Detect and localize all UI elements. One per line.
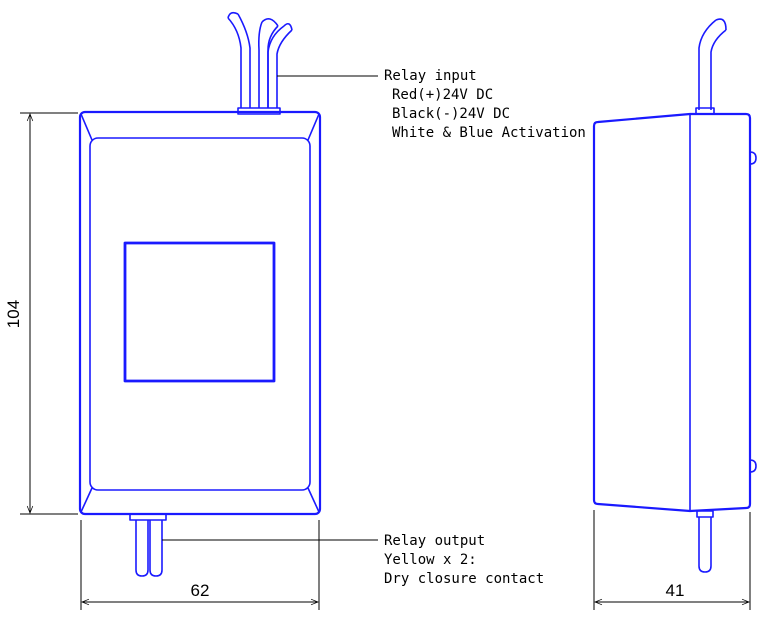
height-dimension-label: 104 xyxy=(4,300,23,328)
dimension-lines xyxy=(20,112,751,610)
side-output-cable xyxy=(696,510,714,573)
relay-output-line-1: Yellow x 2: xyxy=(384,552,477,568)
input-cables xyxy=(227,11,293,115)
front-face xyxy=(89,137,311,491)
relay-input-title: Relay input xyxy=(384,68,477,84)
relay-input-line-1: Red(+)24V DC xyxy=(392,87,493,103)
relay-input-line-2: Black(-)24V DC xyxy=(392,106,510,122)
relay-input-line-3: White & Blue Activation xyxy=(392,125,586,141)
front-housing xyxy=(78,110,322,516)
leader-lines xyxy=(162,75,378,541)
front-window xyxy=(123,241,276,383)
width-dimension-label: 62 xyxy=(191,581,210,600)
relay-output-line-2: Dry closure contact xyxy=(384,571,544,587)
side-input-cable xyxy=(695,18,727,115)
output-cables xyxy=(129,513,167,577)
relay-output-title: Relay output xyxy=(384,533,485,549)
front-view xyxy=(78,11,322,577)
side-housing xyxy=(592,112,752,513)
depth-dimension-label: 41 xyxy=(666,581,685,600)
side-view xyxy=(592,18,757,573)
